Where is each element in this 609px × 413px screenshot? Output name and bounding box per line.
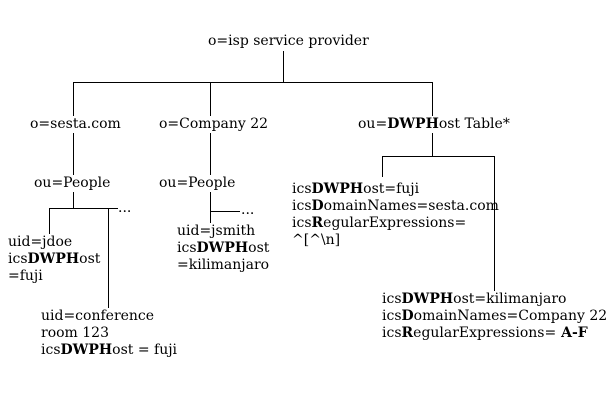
root-node-label: o=isp service provider bbox=[208, 33, 369, 49]
fuji-entry-regex-value: ^[^\n] bbox=[292, 232, 341, 248]
sesta-node-label: o=sesta.com bbox=[30, 116, 121, 132]
kilimanjaro-entry-domain: icsDomainNames=Company 22 bbox=[382, 308, 608, 324]
company22-node-label: o=Company 22 bbox=[159, 116, 269, 132]
jdoe-host-key: icsDWPHost bbox=[8, 251, 101, 267]
conference-host: icsDWPHost = fuji bbox=[41, 342, 178, 358]
jsmith-host-key: icsDWPHost bbox=[177, 240, 270, 256]
jdoe-uid: uid=jdoe bbox=[8, 234, 73, 250]
fuji-host-entry: icsDWPHost=fuji icsDomainNames=sesta.com… bbox=[292, 181, 499, 249]
jsmith-uid: uid=jsmith bbox=[177, 223, 256, 239]
company22-people-ellipsis: ... bbox=[241, 202, 255, 218]
jdoe-entry: uid=jdoe icsDWPHost =fuji bbox=[8, 234, 100, 285]
company22-people-node-label: ou=People bbox=[159, 175, 236, 191]
kilimanjaro-entry-host: icsDWPHost=kilimanjaro bbox=[382, 291, 567, 307]
conference-uid: uid=conference bbox=[41, 308, 155, 324]
conference-entry: uid=conference room 123 icsDWPHost = fuj… bbox=[41, 308, 177, 359]
fuji-entry-host: icsDWPHost=fuji bbox=[292, 181, 420, 197]
jsmith-entry: uid=jsmith icsDWPHost =kilimanjaro bbox=[177, 223, 269, 274]
jdoe-host-value: =fuji bbox=[8, 268, 43, 284]
conference-room: room 123 bbox=[41, 325, 109, 341]
fuji-entry-regex: icsRegularExpressions= bbox=[292, 215, 467, 231]
kilimanjaro-entry-regex: icsRegularExpressions= A-F bbox=[382, 325, 588, 341]
dwphost-table-node-label: ou=DWPHost Table* bbox=[358, 116, 510, 132]
sesta-people-ellipsis: ... bbox=[118, 200, 132, 216]
fuji-entry-domain: icsDomainNames=sesta.com bbox=[292, 198, 499, 214]
kilimanjaro-host-entry: icsDWPHost=kilimanjaro icsDomainNames=Co… bbox=[382, 291, 607, 342]
jsmith-host-value: =kilimanjaro bbox=[177, 257, 270, 273]
sesta-people-node-label: ou=People bbox=[34, 175, 111, 191]
